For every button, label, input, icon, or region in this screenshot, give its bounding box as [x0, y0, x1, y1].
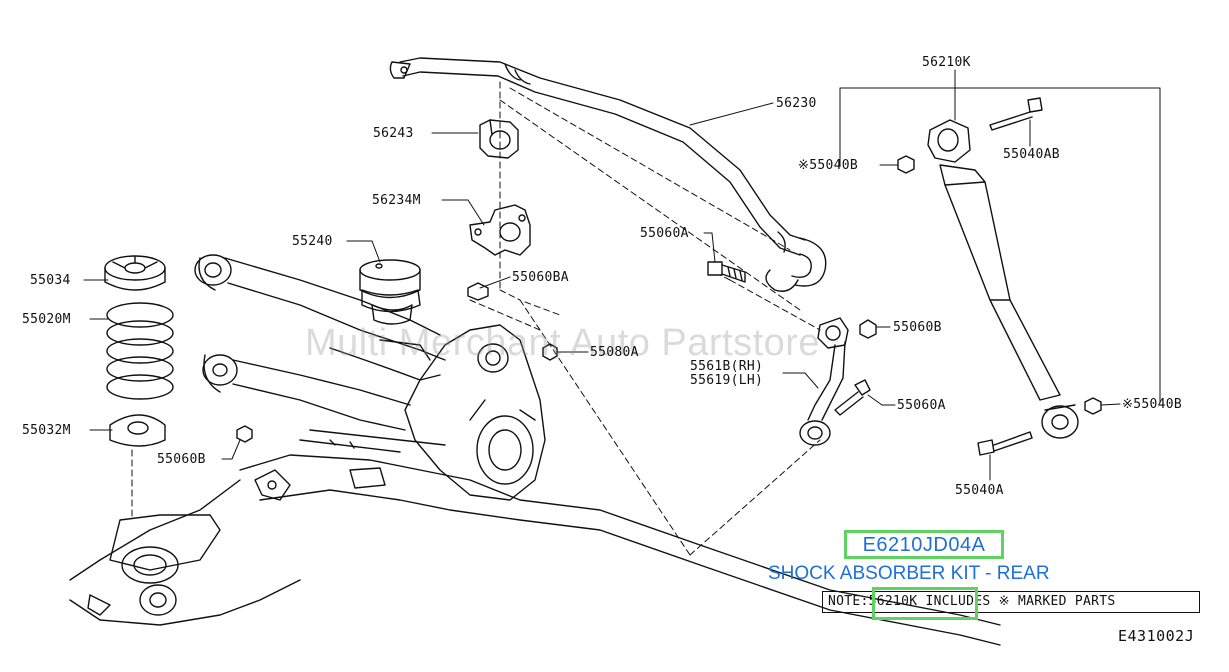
- label-55034: 55034: [30, 273, 71, 288]
- label-55618: 5561B(RH): [690, 359, 764, 374]
- nut-55060ba: [467, 282, 489, 301]
- bolt-55040a: [977, 431, 1033, 456]
- part-number-box: E6210JD04A: [844, 530, 1004, 559]
- note-box: NOTE:56210K INCLUDES ※ MARKED PARTS: [822, 591, 1200, 613]
- bolt-55040ab: [989, 97, 1043, 131]
- part-name: SHOCK ABSORBER KIT - REAR: [768, 563, 1050, 584]
- axle-knuckle: [404, 324, 546, 501]
- shock-absorber-56210k: [927, 119, 1079, 439]
- diagram-code: E431002J: [1118, 627, 1195, 645]
- bolt-55060a-top: [707, 261, 746, 283]
- clamp-56234m: [469, 204, 531, 256]
- label-55060a-right: 55060A: [897, 398, 946, 413]
- nut-55040b-right: [1084, 397, 1102, 415]
- label-55060b-right: 55060B: [893, 320, 942, 335]
- label-55040ab: 55040AB: [1003, 147, 1060, 162]
- watermark: Multi Merchant Auto Partstore: [305, 322, 821, 364]
- nut-55060b-left: [236, 425, 253, 443]
- lower-link-arm: [202, 354, 411, 431]
- label-55240: 55240: [292, 234, 333, 249]
- label-56210k: 56210K: [922, 55, 971, 70]
- label-55040a: 55040A: [955, 483, 1004, 498]
- label-56230: 56230: [776, 96, 817, 111]
- bump-stop-55240: [359, 259, 421, 325]
- note-highlight: [872, 587, 978, 620]
- nut-55080a: [542, 343, 558, 361]
- spring-seat-55032m: [109, 414, 166, 447]
- label-55040b-right: ※55040B: [1122, 397, 1182, 412]
- coil-spring-55020m: [106, 302, 174, 400]
- label-55619: 55619(LH): [690, 373, 764, 388]
- stabilizer-bar-56230: [389, 57, 827, 292]
- label-55060ba: 55060BA: [512, 270, 569, 285]
- spring-seat-55034: [104, 255, 166, 291]
- label-55060a-top: 55060A: [640, 226, 689, 241]
- nut-55040b-top: [897, 155, 915, 174]
- upper-link-arm: [194, 254, 446, 381]
- bolt-55060a-right: [834, 379, 871, 416]
- bushing-56243: [479, 119, 519, 159]
- nut-55060b-right: [859, 319, 877, 339]
- label-55080a: 55080A: [590, 345, 639, 360]
- lateral-link: [799, 317, 849, 446]
- label-56234m: 56234M: [372, 193, 421, 208]
- label-55060b-left: 55060B: [157, 452, 206, 467]
- label-55020m: 55020M: [22, 312, 71, 327]
- label-55040b-top: ※55040B: [798, 158, 858, 173]
- part-number: E6210JD04A: [862, 534, 986, 556]
- label-55032m: 55032M: [22, 423, 71, 438]
- label-56243: 56243: [373, 126, 414, 141]
